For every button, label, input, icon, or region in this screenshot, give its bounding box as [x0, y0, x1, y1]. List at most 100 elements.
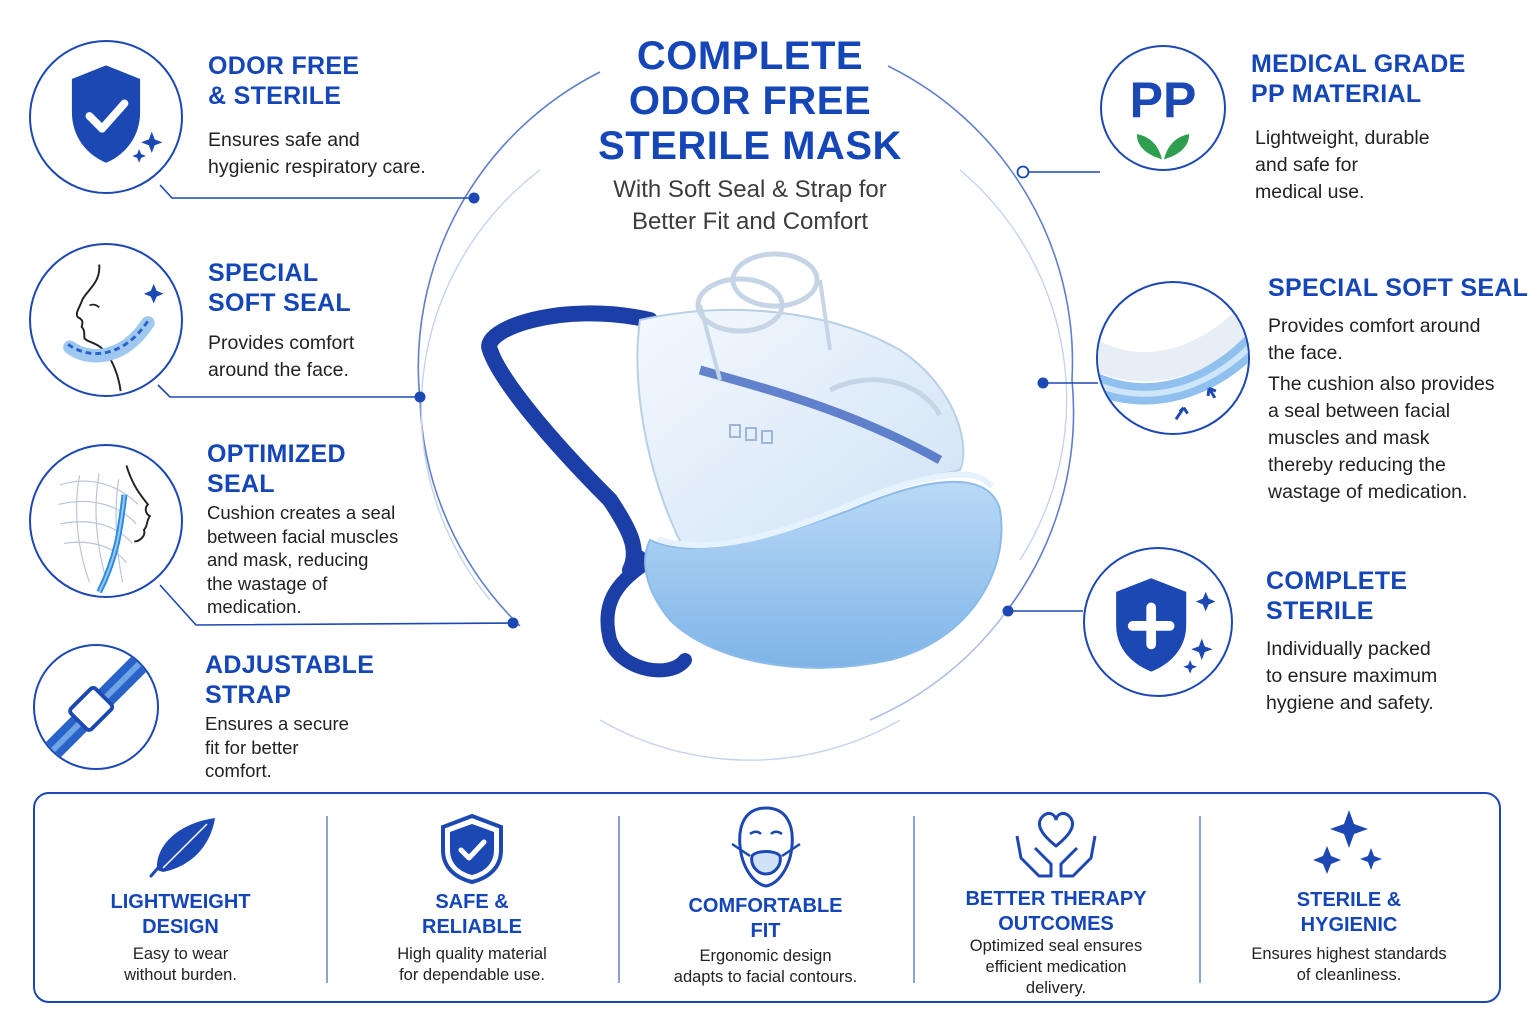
- pp-text: PP: [1129, 72, 1197, 128]
- bottom-feature-desc-line: Easy to wear: [132, 945, 229, 963]
- feature-desc-line: and safe for: [1255, 154, 1358, 176]
- feature-desc-line: medication.: [207, 596, 302, 617]
- feature-desc-line: muscles and mask: [1268, 427, 1430, 449]
- bottom-feature-desc-line: adapts to facial contours.: [673, 968, 858, 986]
- feature-desc-adjustable-strap: Ensures a secure fit for better comfort.: [205, 712, 349, 783]
- bottom-feature-desc-line: efficient medication: [985, 958, 1127, 976]
- feature-desc-line: wastage of medication.: [1268, 481, 1468, 503]
- feature-desc-line: and mask, reducing: [207, 549, 369, 570]
- feature-desc-line: Lightweight, durable: [1255, 127, 1430, 149]
- feature-title-line: & STERILE: [208, 82, 342, 110]
- feature-desc-special-soft-seal: Provides comfort around the face.: [208, 330, 354, 384]
- face-mask-icon: [728, 804, 804, 890]
- bottom-feature-title-line: HYGIENIC: [1300, 914, 1398, 936]
- feature-desc-medical-grade: Lightweight, durable and safe for medica…: [1255, 125, 1430, 206]
- feature-title-line: ODOR FREE: [208, 52, 360, 80]
- feature-desc-line: between facial muscles: [207, 525, 399, 547]
- shield-cross-icon: [1083, 547, 1233, 697]
- feature-desc-line: Provides comfort around: [1268, 315, 1481, 337]
- feature-desc-line: hygiene and safety.: [1266, 692, 1434, 714]
- shield-check-icon: [437, 812, 507, 885]
- feature-title-line: SPECIAL: [208, 259, 319, 287]
- bottom-feature-title-line: DESIGN: [142, 916, 219, 938]
- bottom-feature-desc-line: Ergonomic design: [699, 947, 832, 965]
- shield-check-icon: [29, 40, 183, 194]
- feature-desc-line: Cushion creates a seal: [207, 502, 396, 523]
- bottom-feature-desc-line: Optimized seal ensures: [969, 937, 1143, 955]
- title-line-3: STERILE MASK: [598, 124, 902, 168]
- feature-title-line: COMPLETE: [1266, 567, 1408, 595]
- feature-desc-line: the face.: [1268, 342, 1343, 364]
- strap-buckle-icon: [33, 644, 159, 770]
- feature-desc-special-soft-seal-right: Provides comfort around the face. The cu…: [1268, 313, 1495, 506]
- bottom-feature-desc-line: for dependable use.: [399, 966, 545, 984]
- feature-title-odor-free: ODOR FREE & STERILE: [208, 51, 359, 111]
- feature-desc-line: Individually packed: [1266, 638, 1431, 660]
- oxygen-mask-image: [470, 240, 1030, 710]
- bottom-feature-title-line: RELIABLE: [422, 916, 522, 938]
- bottom-feature-title-line: OUTCOMES: [998, 913, 1114, 935]
- bottom-feature-desc-line: High quality material: [397, 945, 547, 963]
- feature-desc-optimized-seal: Cushion creates a seal between facial mu…: [207, 501, 398, 619]
- feature-desc-line: fit for better: [205, 736, 299, 758]
- feature-desc-line: a seal between facial: [1268, 400, 1451, 422]
- bottom-feature-better-therapy: BETTER THERAPY OUTCOMES Optimized seal e…: [913, 794, 1199, 1005]
- feature-desc-line: around the face.: [208, 359, 349, 381]
- page-title: COMPLETE ODOR FREE STERILE MASK: [560, 34, 940, 169]
- panel-divider: [326, 816, 328, 983]
- feature-desc-odor-free: Ensures safe and hygienic respiratory ca…: [208, 127, 426, 181]
- bottom-feature-title-line: STERILE &: [1296, 889, 1402, 911]
- bottom-feature-desc-line: delivery.: [1025, 979, 1087, 997]
- feature-desc-line: to ensure maximum: [1266, 665, 1438, 687]
- feature-desc-line: thereby reducing the: [1268, 454, 1446, 476]
- page-subtitle: With Soft Seal & Strap for Better Fit an…: [560, 174, 940, 238]
- feature-desc-line: The cushion also provides: [1268, 373, 1495, 395]
- bottom-feature-desc-line: of cleanliness.: [1296, 966, 1402, 984]
- title-line-2: ODOR FREE: [628, 79, 872, 123]
- face-mesh-icon: [29, 444, 183, 598]
- feature-title-line: SOFT SEAL: [208, 289, 351, 317]
- bottom-feature-lightweight: LIGHTWEIGHT DESIGN Easy to wear without …: [35, 794, 326, 1005]
- soft-seal-closeup-icon: [1096, 281, 1250, 435]
- feature-title-line: STERILE: [1266, 597, 1374, 625]
- feature-title-medical-grade: MEDICAL GRADE PP MATERIAL: [1251, 49, 1466, 109]
- feature-title-line: PP MATERIAL: [1251, 80, 1422, 108]
- feature-title-line: STRAP: [205, 681, 292, 709]
- bottom-feature-safe-reliable: SAFE & RELIABLE High quality material fo…: [326, 794, 618, 1005]
- bottom-feature-desc-line: Ensures highest standards: [1251, 945, 1447, 963]
- feature-title-line: MEDICAL GRADE: [1251, 50, 1466, 78]
- feature-title-adjustable-strap: ADJUSTABLE STRAP: [205, 650, 374, 710]
- feature-desc-complete-sterile: Individually packed to ensure maximum hy…: [1266, 636, 1437, 717]
- bottom-feature-desc-line: without burden.: [124, 966, 237, 984]
- panel-divider: [1199, 816, 1201, 983]
- bottom-feature-sterile-hygienic: STERILE & HYGIENIC Ensures highest stand…: [1199, 794, 1499, 1005]
- subtitle-line-1: With Soft Seal & Strap for: [613, 176, 887, 203]
- bottom-feature-title-line: LIGHTWEIGHT: [110, 891, 251, 913]
- feature-desc-line: comfort.: [205, 760, 272, 781]
- hands-heart-icon: [1011, 806, 1101, 882]
- feature-title-special-soft-seal-right: SPECIAL SOFT SEAL: [1268, 273, 1528, 303]
- bottom-feature-panel: LIGHTWEIGHT DESIGN Easy to wear without …: [33, 792, 1501, 1003]
- bottom-feature-comfortable-fit: COMFORTABLE FIT Ergonomic design adapts …: [618, 794, 913, 1005]
- feature-title-line: SEAL: [207, 470, 275, 498]
- feature-title-special-soft-seal: SPECIAL SOFT SEAL: [208, 258, 351, 318]
- subtitle-line-2: Better Fit and Comfort: [631, 208, 869, 235]
- feather-icon: [141, 814, 221, 880]
- feature-title-complete-sterile: COMPLETE STERILE: [1266, 566, 1407, 626]
- feature-title-optimized-seal: OPTIMIZED SEAL: [207, 439, 346, 499]
- bottom-feature-title-line: COMFORTABLE: [688, 895, 843, 917]
- pp-leaf-icon: PP: [1100, 45, 1226, 171]
- panel-divider: [618, 816, 620, 983]
- face-seal-icon: [29, 243, 183, 397]
- sparkles-icon: [1309, 806, 1389, 882]
- feature-desc-line: medical use.: [1255, 181, 1365, 203]
- feature-title-line: OPTIMIZED: [207, 440, 346, 468]
- bottom-feature-title-line: FIT: [750, 920, 781, 942]
- feature-title-line: SPECIAL SOFT SEAL: [1268, 274, 1529, 302]
- feature-desc-line: Ensures a secure: [205, 713, 349, 734]
- feature-title-line: ADJUSTABLE: [205, 651, 375, 679]
- panel-divider: [913, 816, 915, 983]
- bottom-feature-title-line: BETTER THERAPY: [965, 888, 1147, 910]
- feature-desc-line: hygienic respiratory care.: [208, 156, 426, 178]
- feature-desc-line: Provides comfort: [208, 332, 355, 354]
